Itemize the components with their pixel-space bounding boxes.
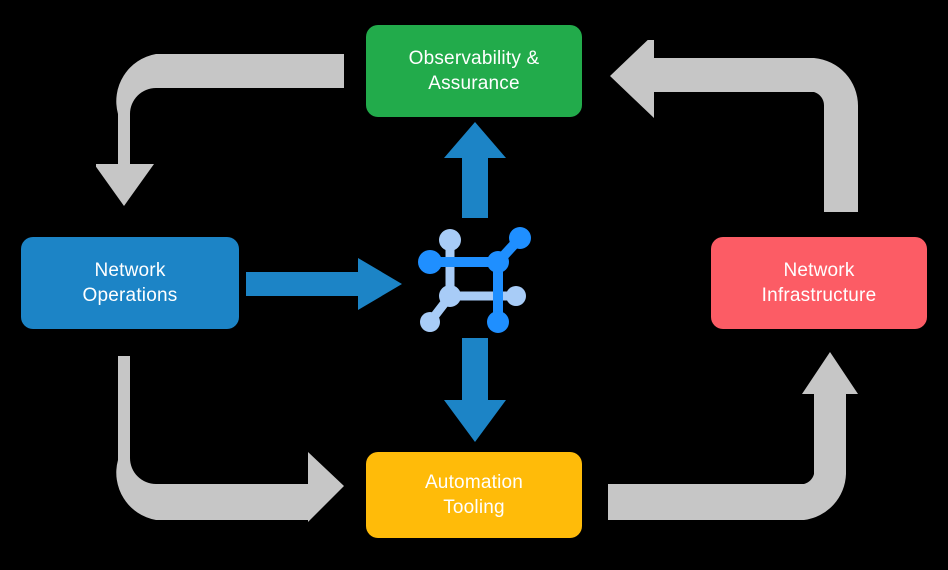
node-label-observability-line2: Assurance xyxy=(428,73,520,94)
node-label-network-operations-line1: Network xyxy=(94,259,166,281)
topology-nodes-primary xyxy=(418,227,531,333)
node-label-network-infrastructure-line2: Infrastructure xyxy=(761,285,877,306)
connector-automation-tooling-to-network-infrastructure xyxy=(608,352,858,520)
node-observability-and-assurance[interactable]: Observability & Assurance xyxy=(366,25,582,117)
node-label-observability: Observability & Assurance xyxy=(389,46,560,97)
connector-network-operations-to-core xyxy=(246,258,402,310)
connector-core-to-automation-tooling xyxy=(442,338,508,442)
network-topology-icon xyxy=(418,218,540,340)
connector-network-infrastructure-to-observability xyxy=(608,34,859,212)
connector-core-to-observability xyxy=(442,122,508,218)
connector-observability-to-network-operations xyxy=(94,52,344,208)
node-label-observability-line1: Observability & xyxy=(408,47,540,69)
topology-nodes-secondary xyxy=(420,229,526,332)
node-label-automation-tooling-line1: Automation xyxy=(424,471,524,493)
node-label-automation-tooling-line2: Tooling xyxy=(443,497,505,518)
node-label-network-infrastructure-line1: Network xyxy=(783,259,855,281)
connector-network-operations-to-automation-tooling xyxy=(96,356,344,522)
node-label-network-operations-line2: Operations xyxy=(82,285,178,306)
